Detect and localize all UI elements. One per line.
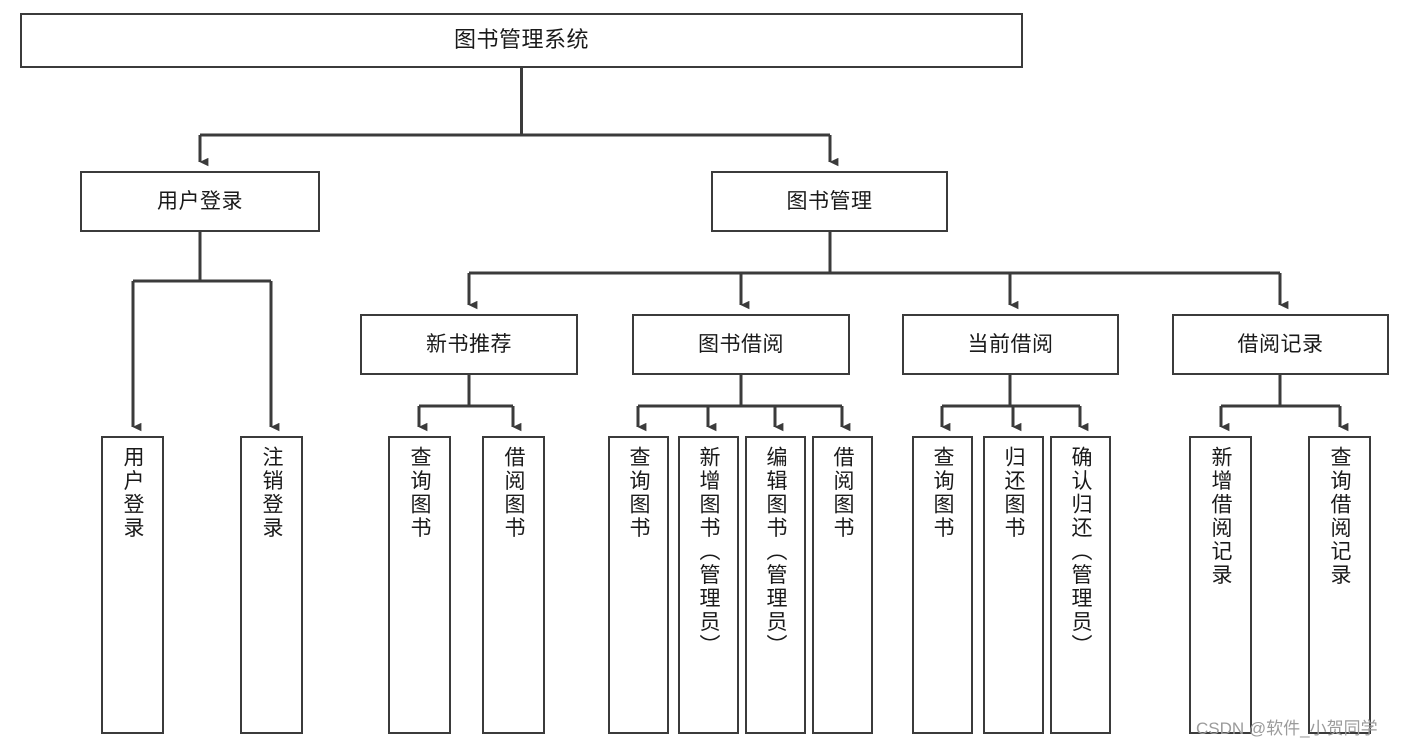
node-borrow-record[interactable]: 借阅记录 <box>1172 314 1389 375</box>
node-leaf-add-book-label: 新增图书（管理员） <box>697 446 720 658</box>
node-current-borrow[interactable]: 当前借阅 <box>902 314 1119 375</box>
node-leaf-borrow-book-label: 借阅图书 <box>831 446 854 540</box>
node-new-book-recommend-label: 新书推荐 <box>426 332 512 356</box>
node-leaf-user-login-label: 用户登录 <box>121 446 144 540</box>
node-current-borrow-label: 当前借阅 <box>967 332 1054 356</box>
node-leaf-user-login[interactable]: 用户登录 <box>101 436 164 734</box>
node-leaf-borrow-book-rec-label: 借阅图书 <box>502 446 525 540</box>
node-leaf-borrow-book[interactable]: 借阅图书 <box>812 436 873 734</box>
node-leaf-user-logout[interactable]: 注销登录 <box>240 436 303 734</box>
node-leaf-add-book[interactable]: 新增图书（管理员） <box>678 436 739 734</box>
node-user-login[interactable]: 用户登录 <box>80 171 320 232</box>
node-leaf-user-logout-label: 注销登录 <box>260 446 283 540</box>
node-leaf-query-book-rec-label: 查询图书 <box>408 446 431 540</box>
node-leaf-query-record[interactable]: 查询借阅记录 <box>1308 436 1371 734</box>
watermark-text: CSDN @软件_小贺同学 <box>1196 719 1378 738</box>
node-root[interactable]: 图书管理系统 <box>20 13 1023 68</box>
node-book-manage[interactable]: 图书管理 <box>711 171 948 232</box>
node-leaf-edit-book-label: 编辑图书（管理员） <box>764 446 787 658</box>
node-leaf-return-book[interactable]: 归还图书 <box>983 436 1044 734</box>
node-book-borrow[interactable]: 图书借阅 <box>632 314 850 375</box>
node-borrow-record-label: 借阅记录 <box>1237 332 1324 356</box>
node-leaf-query-record-label: 查询借阅记录 <box>1328 446 1351 587</box>
node-book-manage-label: 图书管理 <box>786 189 873 213</box>
node-leaf-query-book-cur-label: 查询图书 <box>931 446 954 540</box>
node-leaf-confirm-return[interactable]: 确认归还（管理员） <box>1050 436 1111 734</box>
node-leaf-query-book-borrow-label: 查询图书 <box>627 446 650 540</box>
node-leaf-query-book-rec[interactable]: 查询图书 <box>388 436 451 734</box>
node-leaf-query-book-cur[interactable]: 查询图书 <box>912 436 973 734</box>
node-root-label: 图书管理系统 <box>453 27 589 53</box>
node-leaf-return-book-label: 归还图书 <box>1002 446 1025 540</box>
node-leaf-edit-book[interactable]: 编辑图书（管理员） <box>745 436 806 734</box>
node-leaf-confirm-return-label: 确认归还（管理员） <box>1069 446 1092 658</box>
node-new-book-recommend[interactable]: 新书推荐 <box>360 314 578 375</box>
node-leaf-query-book-borrow[interactable]: 查询图书 <box>608 436 669 734</box>
node-user-login-label: 用户登录 <box>157 189 243 213</box>
node-book-borrow-label: 图书借阅 <box>698 332 784 356</box>
node-leaf-add-record-label: 新增借阅记录 <box>1209 446 1232 587</box>
node-leaf-add-record[interactable]: 新增借阅记录 <box>1189 436 1252 734</box>
node-leaf-borrow-book-rec[interactable]: 借阅图书 <box>482 436 545 734</box>
